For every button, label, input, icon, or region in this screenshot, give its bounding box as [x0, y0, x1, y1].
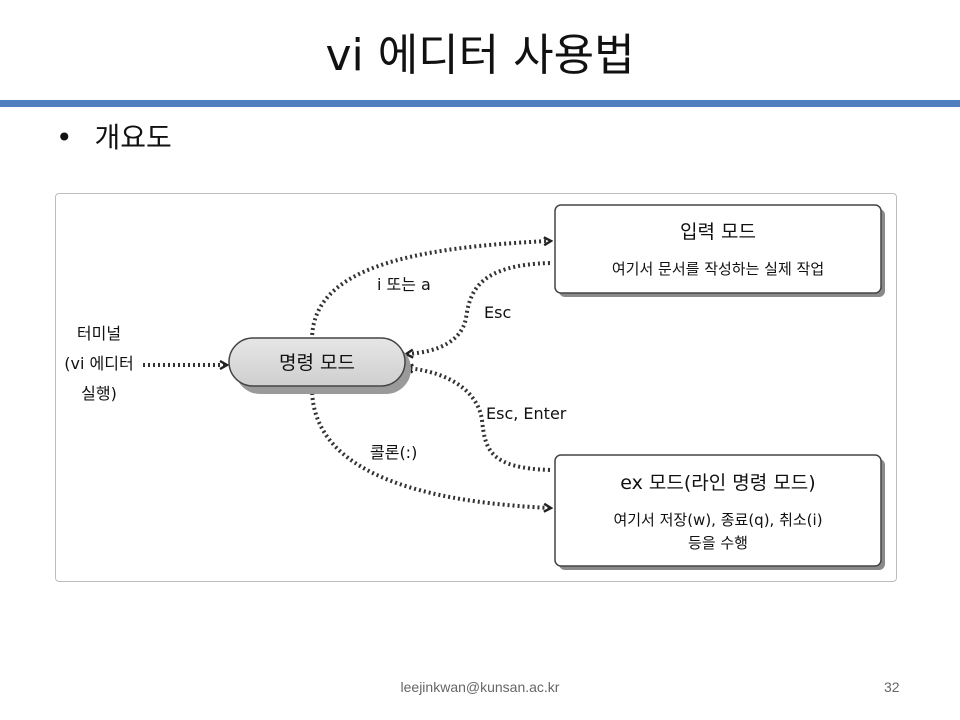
slide-title: vi 에디터 사용법 — [325, 30, 635, 81]
bullet-item: • 개요도 — [56, 116, 172, 156]
arrow-command-to-insert — [310, 241, 550, 341]
bullet-dot-icon: • — [56, 121, 73, 154]
arrow-command-to-ex — [310, 387, 550, 508]
arrow-insert-to-command — [407, 261, 551, 354]
source-line-3: 실행) — [81, 384, 117, 403]
ex-mode-title: ex 모드(라인 명령 모드) — [620, 472, 815, 494]
arrow-ex-to-command — [407, 368, 551, 472]
label-insert-back: Esc — [484, 303, 511, 322]
insert-mode-node: 입력 모드 여기서 문서를 작성하는 실제 작업 — [554, 204, 885, 297]
source-line-1: 터미널 — [77, 324, 121, 343]
command-mode-label: 명령 모드 — [279, 352, 355, 374]
page-number: 32 — [884, 679, 900, 695]
ex-mode-node: ex 모드(라인 명령 모드) 여기서 저장(w), 종료(q), 취소(i) … — [554, 454, 885, 570]
label-to-insert: i 또는 a — [377, 275, 431, 294]
command-mode-node: 명령 모드 — [228, 337, 411, 394]
label-to-ex: 콜론(:) — [370, 443, 417, 462]
source-line-2: (vi 에디터 — [64, 354, 133, 373]
insert-mode-desc: 여기서 문서를 작성하는 실제 작업 — [612, 260, 824, 278]
title-rule — [0, 100, 960, 107]
bullet-text: 개요도 — [94, 121, 172, 154]
ex-mode-desc-line-2: 등을 수행 — [688, 534, 748, 552]
label-ex-back: Esc, Enter — [486, 404, 567, 423]
insert-mode-title: 입력 모드 — [680, 221, 756, 243]
ex-mode-desc-line-1: 여기서 저장(w), 종료(q), 취소(i) — [613, 511, 822, 529]
footer-email: leejinkwan@kunsan.ac.kr — [400, 679, 560, 695]
